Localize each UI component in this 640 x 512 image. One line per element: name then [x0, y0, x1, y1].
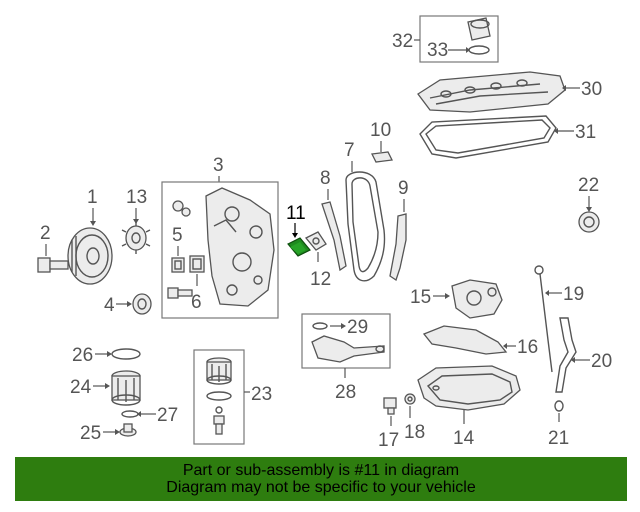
- label-19: 19: [563, 284, 584, 305]
- timing-chain-part: [345, 171, 386, 282]
- oil-filler-cap-part: [467, 17, 491, 55]
- label-18: 18: [404, 422, 425, 443]
- label-30: 30: [581, 79, 602, 100]
- label-15: 15: [410, 287, 431, 308]
- filter-o-ring-part: [206, 391, 232, 401]
- label-24: 24: [70, 377, 92, 398]
- oil-pan-part: [417, 365, 521, 411]
- label-16: 16: [517, 337, 538, 358]
- front-oil-seal-part: [132, 293, 152, 315]
- label-25: 25: [80, 423, 101, 444]
- label-1: 1: [87, 187, 98, 208]
- label-27: 27: [157, 405, 178, 426]
- label-22: 22: [578, 175, 599, 196]
- drain-plug-part: [383, 397, 397, 415]
- callout-box-23: [193, 349, 245, 445]
- filter-drain-plug-part: [213, 415, 225, 435]
- label-3: 3: [213, 155, 224, 176]
- label-2: 2: [40, 223, 51, 244]
- label-4: 4: [104, 295, 115, 316]
- chain-guide-part: [389, 213, 407, 282]
- valve-cover-gasket-part: [419, 115, 557, 159]
- callout-box-32: [419, 15, 499, 63]
- label-26: 26: [72, 345, 93, 366]
- drain-plug-gasket-part: [404, 393, 416, 405]
- label-31: 31: [575, 122, 596, 143]
- cover-bolt-part: [167, 287, 193, 299]
- label-8: 8: [320, 168, 331, 189]
- label-12: 12: [310, 269, 331, 290]
- footer-line-2: Diagram may not be specific to your vehi…: [166, 479, 476, 496]
- label-33: 33: [427, 40, 448, 61]
- label-7: 7: [344, 140, 355, 161]
- valve-cover-part: [417, 71, 566, 113]
- callout-box-3: [161, 181, 279, 319]
- tensioner-gasket-part: [304, 231, 327, 251]
- oil-dipstick-part: [534, 265, 553, 373]
- label-5: 5: [172, 225, 183, 246]
- label-13: 13: [126, 187, 147, 208]
- crankshaft-sprocket-part: [121, 222, 151, 254]
- tube-o-ring-part: [554, 400, 564, 412]
- footer-line-1: Part or sub-assembly is #11 in diagram: [182, 462, 460, 479]
- dipstick-tube-part: [555, 317, 577, 393]
- footer-banner: Part or sub-assembly is #11 in diagram D…: [15, 457, 627, 501]
- strainer-gasket-part: [312, 322, 328, 330]
- label-21: 21: [548, 428, 569, 449]
- callout-box-28: [301, 313, 391, 369]
- label-10: 10: [370, 120, 391, 141]
- oil-pump-part: [451, 279, 503, 319]
- label-11: 11: [286, 203, 306, 224]
- filter-cap-o-ring-part: [111, 348, 141, 360]
- label-6: 6: [191, 292, 202, 313]
- label-20: 20: [591, 351, 612, 372]
- pulley-bolt-part: [37, 257, 69, 273]
- oil-filter-cap-part: [111, 370, 141, 406]
- crankshaft-pulley-part: [67, 227, 113, 285]
- timing-cover-part: [205, 187, 275, 307]
- oil-seal-part: [578, 211, 600, 233]
- cover-seal-part: [171, 257, 185, 273]
- label-9: 9: [398, 178, 409, 199]
- parts-diagram: 32 33 30 31 22 10 7 8 9: [37, 15, 612, 451]
- chain-slipper-part: [371, 151, 393, 163]
- oil-filter-element-part: [206, 357, 232, 385]
- drain-plug-small-part: [119, 423, 137, 437]
- label-28: 28: [335, 382, 356, 403]
- oil-baffle-part: [422, 325, 508, 355]
- label-17: 17: [378, 430, 399, 451]
- label-14: 14: [453, 428, 475, 449]
- oil-strainer-part: [311, 335, 385, 363]
- label-32: 32: [392, 31, 413, 52]
- chain-tensioner-arm-part: [321, 201, 347, 272]
- cap-o-ring-small-part: [121, 410, 139, 418]
- cover-bolt-small-part: [172, 200, 191, 217]
- label-29: 29: [347, 317, 368, 338]
- label-23: 23: [251, 384, 272, 405]
